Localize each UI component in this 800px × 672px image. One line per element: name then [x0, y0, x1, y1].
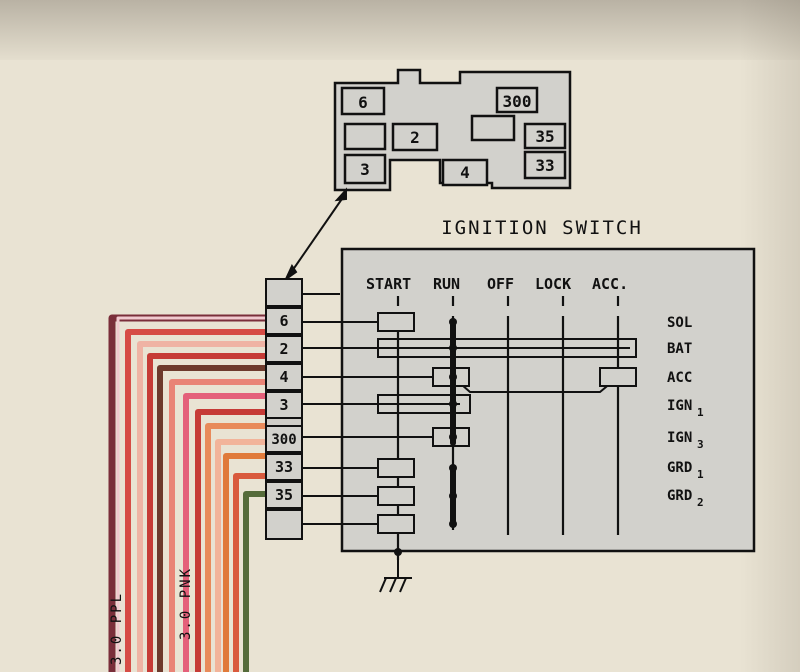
contact-bat-bridge: [377, 338, 637, 358]
cavity-blank-b: [470, 114, 516, 142]
contact-blank-start: [377, 514, 415, 534]
position-acc: ACC.: [592, 275, 628, 293]
wire-pink: [169, 379, 272, 672]
label-acc: ACC: [667, 370, 692, 386]
top-cavity-label-33: 33: [535, 156, 554, 175]
wire-bundle: [108, 314, 272, 672]
wire-maroon-stripe: [116, 316, 272, 672]
side-cavity-0: [265, 278, 303, 307]
side-cavity-blank: [265, 509, 303, 540]
label-grd2: GRD: [667, 488, 692, 504]
contact-acc-acc: [599, 367, 637, 387]
side-label-300: 300: [271, 432, 296, 448]
wire-label-pnk: 3.0 PNK: [178, 567, 194, 640]
top-cavity-label-300: 300: [503, 92, 532, 111]
contact-grd2-start: [377, 486, 415, 506]
side-label-3: 3: [279, 396, 288, 414]
side-label-33: 33: [275, 458, 293, 476]
connector-stubs: [302, 293, 320, 525]
label-grd2-sub: 2: [697, 496, 704, 509]
cavity-300: [495, 86, 539, 114]
wire-red-3: [195, 409, 272, 672]
cavity-6: [340, 86, 386, 116]
wire-pink-2: [183, 393, 272, 672]
position-run: RUN: [433, 275, 460, 293]
wire-red-2: [147, 353, 272, 672]
position-lock: LOCK: [535, 275, 571, 293]
label-ign1-sub: 1: [697, 406, 704, 419]
side-cavity-33: [265, 453, 303, 481]
side-label-35: 35: [275, 486, 293, 504]
connector-arrow: [283, 187, 347, 282]
side-connector: [265, 278, 303, 540]
top-cavity-label-3: 3: [360, 160, 370, 179]
cavity-3: [343, 153, 387, 185]
wire-salmon: [137, 341, 272, 672]
wire-brown: [157, 365, 272, 672]
wire-orange-2: [223, 453, 272, 672]
top-cavity-label-4: 4: [460, 163, 470, 182]
side-cavity-2: [265, 335, 303, 363]
top-cavity-label-6: 6: [358, 93, 368, 112]
side-label-2: 2: [279, 340, 288, 358]
contact-ign1-bridge: [377, 394, 471, 414]
label-ign3-sub: 3: [697, 438, 704, 451]
label-ign3: IGN: [667, 430, 692, 446]
contact-grd1-start: [377, 458, 415, 478]
contact-sol-start: [377, 312, 415, 332]
side-label-6: 6: [279, 312, 288, 330]
position-off: OFF: [487, 275, 514, 293]
wire-peach: [215, 439, 272, 672]
label-grd1-sub: 1: [697, 468, 704, 481]
label-ign1: IGN: [667, 398, 692, 414]
label-sol: SOL: [667, 315, 692, 331]
wire-orange-3: [233, 473, 272, 672]
cavity-33: [523, 150, 567, 180]
top-cavity-label-2: 2: [410, 128, 420, 147]
side-cavity-3: [265, 391, 303, 419]
wire-red: [125, 329, 272, 672]
switch-title: IGNITION SWITCH: [441, 217, 643, 239]
cavity-2: [391, 122, 439, 152]
top-cavity-label-35: 35: [535, 127, 554, 146]
cavity-35: [523, 122, 567, 150]
ground-icon: [379, 552, 412, 593]
top-connector: [333, 68, 572, 192]
cavity-4: [441, 158, 489, 187]
label-grd1: GRD: [667, 460, 692, 476]
cavity-blank-a: [343, 122, 387, 151]
side-cavity-4: [265, 363, 303, 391]
wire-green: [243, 491, 272, 672]
side-cavity-300: [265, 425, 303, 453]
run-contact-dots: [394, 318, 457, 556]
wire-label-ppl: 3.0 PPL: [109, 592, 125, 665]
side-label-4: 4: [279, 368, 288, 386]
position-start: START: [366, 275, 411, 293]
wire-orange: [205, 423, 272, 672]
label-bat: BAT: [667, 341, 692, 357]
page-top-shadow: [0, 0, 800, 60]
